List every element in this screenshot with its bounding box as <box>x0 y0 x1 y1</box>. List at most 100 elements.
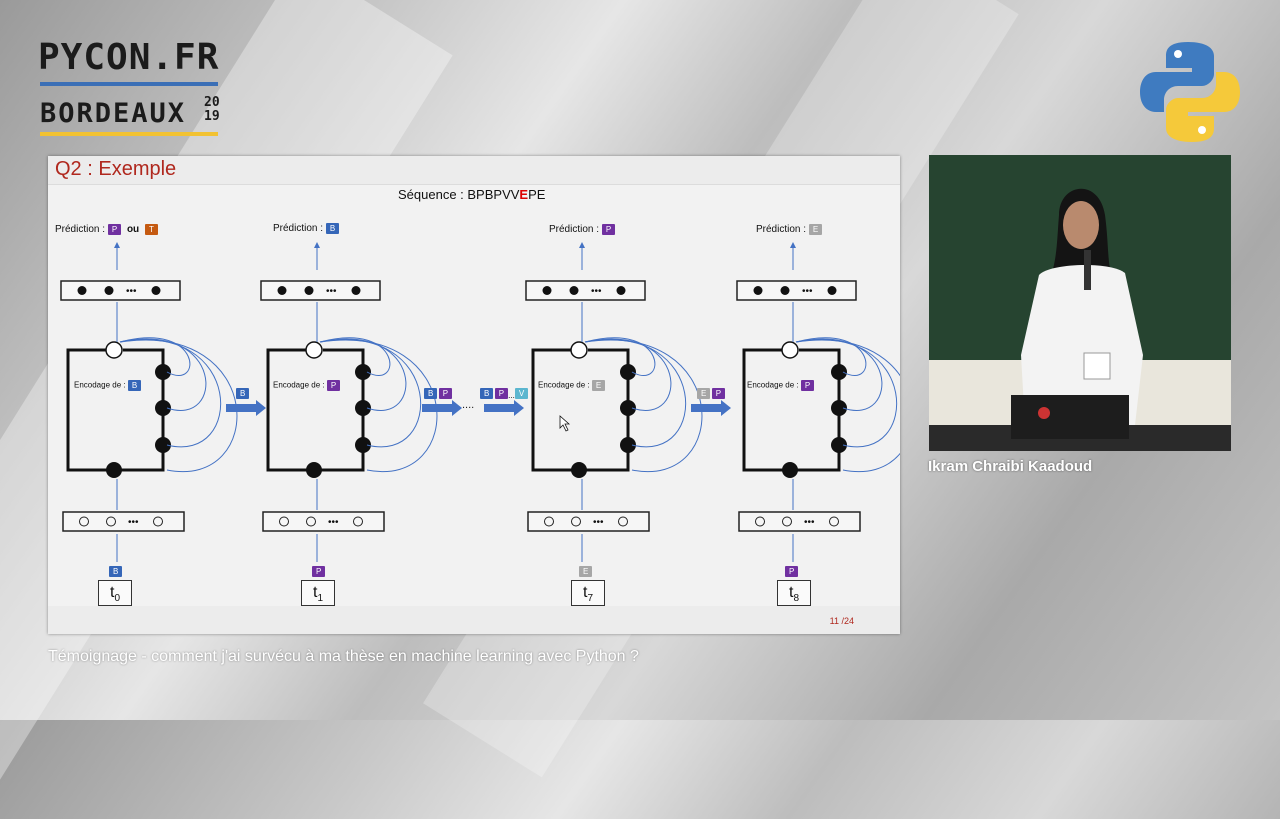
input-layer-box <box>262 511 385 532</box>
hidden-side-neuron <box>831 364 847 380</box>
hidden-bottom-neuron <box>782 462 798 478</box>
input-neuron <box>544 516 554 527</box>
input-tag-t0: B <box>109 563 123 581</box>
output-neuron <box>304 286 314 295</box>
page-number: 11 /24 <box>829 616 854 626</box>
output-neuron <box>351 286 361 295</box>
hidden-side-neuron <box>831 400 847 416</box>
python-logo-icon <box>1140 42 1240 142</box>
prediction-t0: Prédiction : P ou T <box>55 224 158 235</box>
recurrent-connection <box>319 337 391 377</box>
input-neuron <box>306 516 316 527</box>
output-neuron <box>151 286 161 295</box>
hidden-side-neuron <box>620 400 636 416</box>
output-layer-box <box>525 280 646 301</box>
recurrent-connection <box>119 339 238 473</box>
input-dots: ••• <box>593 517 604 528</box>
recurrent-connection <box>584 337 656 377</box>
hidden-side-neuron <box>620 437 636 453</box>
recurrent-connection <box>119 337 191 377</box>
input-neuron <box>571 516 581 527</box>
hidden-side-neuron <box>355 364 371 380</box>
recurrent-connection <box>584 339 703 473</box>
sequence-text: Séquence : BPBPVVEPE <box>398 187 546 202</box>
output-neuron <box>542 286 552 295</box>
input-dots: ••• <box>128 517 139 528</box>
speaker-video-frame <box>929 155 1231 451</box>
transition-arrow <box>484 400 524 416</box>
hidden-layer-box <box>66 348 165 472</box>
hidden-layer-box <box>531 348 630 472</box>
hidden-bottom-neuron <box>106 462 122 478</box>
input-neuron <box>153 516 163 527</box>
input-dots: ••• <box>328 517 339 528</box>
arrow-head <box>314 242 320 248</box>
output-neuron <box>780 286 790 295</box>
encoding-t7: Encodage de : E <box>538 380 606 391</box>
output-dots: ••• <box>326 286 337 297</box>
ellipsis: .... <box>462 399 475 411</box>
slide-header <box>48 156 900 185</box>
output-neuron <box>616 286 626 295</box>
speaker-video <box>929 155 1231 451</box>
logo-title: PYCON.FR <box>38 37 220 78</box>
time-step-t1: t1 <box>301 580 335 606</box>
output-neuron <box>77 286 87 295</box>
talk-title-caption: Témoignage - comment j'ai survécu à ma t… <box>48 648 639 665</box>
time-step-t7: t7 <box>571 580 605 606</box>
recurrent-connection <box>119 338 207 411</box>
recurrent-connection <box>319 339 438 473</box>
arrow-head <box>114 242 120 248</box>
slide-footer <box>48 606 900 634</box>
input-tag-t7: E <box>579 563 593 581</box>
prediction-tag: P <box>107 224 122 235</box>
transition-arrow <box>691 400 731 416</box>
slide-title: Q2 : Exemple <box>55 158 177 180</box>
transition-tags-1: B <box>236 385 250 403</box>
output-neuron <box>569 286 579 295</box>
recurrent-connection <box>319 339 422 448</box>
hidden-side-neuron <box>155 364 171 380</box>
logo-year: 20 19 <box>204 95 220 124</box>
transition-arrow <box>226 400 266 416</box>
recurrent-connection <box>795 339 900 473</box>
hidden-layer-box <box>742 348 841 472</box>
input-layer-box <box>527 511 650 532</box>
rnn-diagram: •••••••••••••••••••••••• <box>60 242 900 562</box>
input-tag-t1: P <box>312 563 326 581</box>
arrow-head <box>790 242 796 248</box>
time-step-t0: t0 <box>98 580 132 606</box>
input-neuron <box>829 516 839 527</box>
hidden-side-neuron <box>155 400 171 416</box>
encoding-t1: Encodage de : P <box>273 380 341 391</box>
hidden-top-neuron <box>781 341 799 359</box>
input-layer-box <box>738 511 861 532</box>
hidden-side-neuron <box>831 437 847 453</box>
transition-tags-4: E P <box>697 385 726 403</box>
hidden-layer-box <box>266 348 365 472</box>
hidden-top-neuron <box>570 341 588 359</box>
speaker-name: Ikram Chraibi Kaadoud <box>928 458 1093 475</box>
input-neuron <box>755 516 765 527</box>
encoding-t8: Encodage de : P <box>747 380 815 391</box>
input-tag-t8: P <box>785 563 799 581</box>
output-layer-box <box>260 280 381 301</box>
output-dots: ••• <box>802 286 813 297</box>
input-neuron <box>782 516 792 527</box>
output-dots: ••• <box>591 286 602 297</box>
input-neuron <box>279 516 289 527</box>
hidden-top-neuron <box>105 341 123 359</box>
output-dots: ••• <box>126 286 137 297</box>
pycon-logo: PYCON.FR BORDEAUX 20 19 <box>38 38 222 138</box>
time-step-t8: t8 <box>777 580 811 606</box>
hidden-side-neuron <box>620 364 636 380</box>
hidden-side-neuron <box>155 437 171 453</box>
input-layer-box <box>62 511 185 532</box>
recurrent-connection <box>795 337 867 377</box>
output-layer-box <box>736 280 857 301</box>
prediction-tag: B <box>325 223 340 234</box>
mouse-cursor <box>559 415 571 432</box>
recurrent-connection <box>795 339 898 448</box>
transition-tags-3: B P...V <box>480 385 529 403</box>
prediction-tag: E <box>808 224 823 235</box>
